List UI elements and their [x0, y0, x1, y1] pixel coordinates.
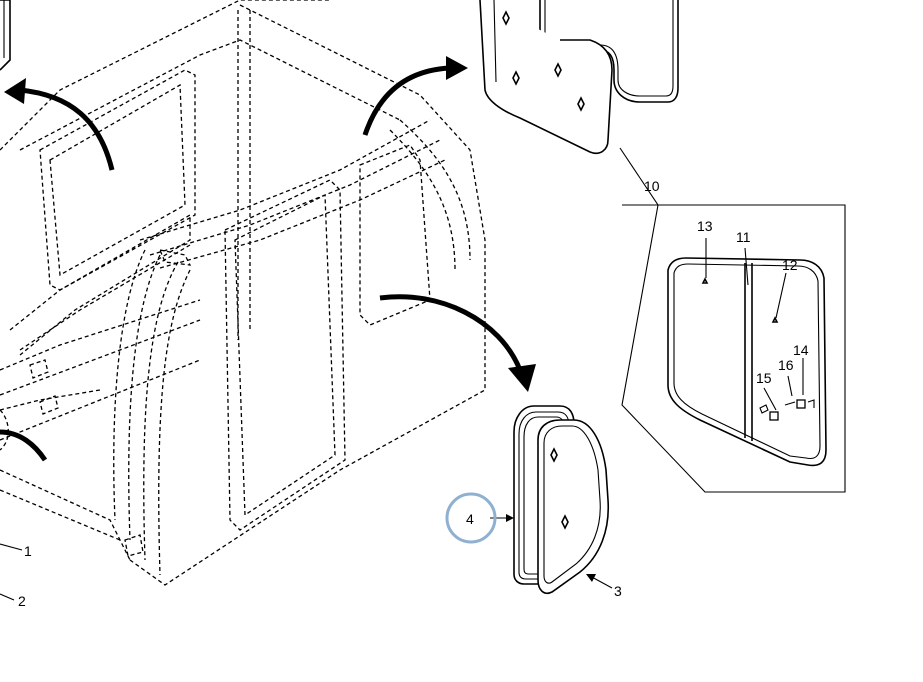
- part-labels: 1 2 3 4 10 11 12 13 14 15 16: [18, 178, 809, 609]
- label-part-4: 4: [466, 511, 474, 527]
- label-part-12: 12: [782, 257, 798, 273]
- label-part-16: 16: [778, 357, 794, 373]
- label-part-11: 11: [736, 229, 751, 245]
- leader-1: [0, 543, 23, 551]
- label-part-13: 13: [697, 218, 713, 234]
- quarter-window-assembly: [490, 405, 613, 595]
- label-part-15: 15: [756, 370, 772, 386]
- label-part-1: 1: [24, 543, 32, 559]
- leader-2: [0, 593, 15, 601]
- label-part-3: 3: [614, 583, 622, 599]
- upper-right-window-assembly: [479, 0, 679, 179]
- cab-frame: [0, 0, 486, 586]
- removal-arrows: [0, 56, 536, 462]
- detail-inset-10: [621, 177, 846, 493]
- callout-4-highlight-ring: [445, 492, 497, 544]
- label-part-2: 2: [18, 593, 26, 609]
- label-part-14: 14: [793, 342, 809, 358]
- label-part-10: 10: [644, 178, 660, 194]
